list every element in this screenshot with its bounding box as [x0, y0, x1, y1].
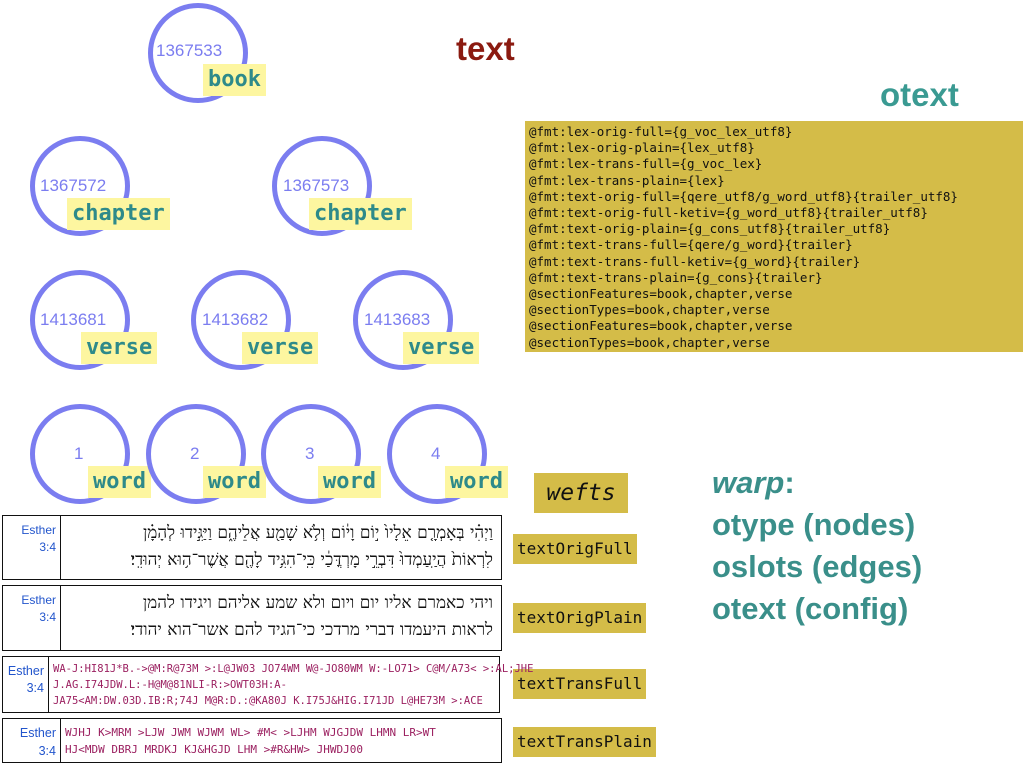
- warp-line: otype (nodes): [712, 507, 916, 542]
- warp-block: warp: otype (nodes) oslots (edges) otext…: [712, 462, 922, 630]
- word-node-id: 3: [305, 444, 315, 463]
- reference-book: Esther: [19, 726, 56, 740]
- chapter-node-circle: [272, 136, 372, 236]
- config-line: @fmt:text-orig-full={qere_utf8/g_word_ut…: [529, 188, 958, 204]
- word-node-circle: [146, 404, 246, 504]
- verse-reference: Esther 3:4: [3, 586, 61, 650]
- otext-title: otext: [880, 76, 959, 113]
- reference-book: Esther: [7, 664, 44, 678]
- transliteration-line: J.AG.I74JDW.L:-H@M@81NLI-R:>OWT03H:A-: [53, 679, 287, 691]
- verse-node-id: 1413683: [364, 310, 431, 329]
- text-body: WJHJ K>MRM >LJW JWM WJWM WL> #M< >LJHM W…: [61, 719, 501, 762]
- word-node-circle: [30, 404, 130, 504]
- config-line: @fmt:text-trans-full-ketiv={g_word}{trai…: [529, 253, 861, 269]
- verse-node-label: verse: [403, 332, 480, 364]
- config-line: @sectionTypes=book,chapter,verse: [529, 334, 770, 350]
- config-line: @fmt:lex-trans-full={g_voc_lex}: [529, 156, 763, 172]
- transliteration-line: JA75<AM:DW.03D.IB:R;74J M@R:D.:@KA80J K.…: [53, 695, 483, 707]
- reference-verse: 3:4: [26, 681, 44, 695]
- format-label-text-orig-plain: textOrigPlain: [513, 603, 647, 633]
- verse-node-circle: [30, 270, 130, 370]
- verse-node-circle: [191, 270, 291, 370]
- text-body: ויהי כאמרם אליו יום ויום ולא שמע אליהם ו…: [61, 586, 501, 650]
- reference-verse: 3:4: [38, 744, 56, 758]
- config-line: @fmt:lex-trans-plain={lex}: [529, 172, 725, 188]
- text-orig-plain-panel: Esther 3:4 ויהי כאמרם אליו יום ויום ולא …: [2, 585, 502, 651]
- transliteration-line: WJHJ K>MRM >LJW JWM WJWM WL> #M< >LJHM W…: [65, 726, 436, 739]
- transliteration-line: WA-J:HI81J*B.->@M:R@73M >:L@JW03 JO74WM …: [53, 663, 534, 675]
- verse-node-id: 1413681: [40, 310, 107, 329]
- otext-config-box: @fmt:lex-orig-full={g_voc_lex_utf8} @fmt…: [525, 121, 1023, 352]
- config-line: @fmt:lex-orig-plain={lex_utf8}: [529, 140, 755, 156]
- config-line: @fmt:text-trans-plain={g_cons}{trailer}: [529, 269, 823, 285]
- reference-book: Esther: [21, 523, 56, 537]
- word-node-circle: [261, 404, 361, 504]
- text-body: וַיְהִ֗י בְּאָמְרָ֤ם אֵלָיו֙ י֣וֹם וָי֔ו…: [61, 516, 501, 579]
- word-node-id: 2: [190, 444, 200, 463]
- wefts-label: wefts: [534, 473, 628, 513]
- book-node-id: 1367533: [156, 41, 223, 60]
- hebrew-line: לִרְאוֹת֙ הֲיַֽעַמְדוּ֙ דִּבְרֵ֣י מָרְדֳ…: [130, 550, 493, 570]
- format-label-text-trans-plain: textTransPlain: [513, 727, 656, 757]
- chapter-node-label: chapter: [67, 198, 170, 230]
- text-body: WA-J:HI81J*B.->@M:R@73M >:L@JW03 JO74WM …: [49, 657, 534, 712]
- text-title: text: [456, 30, 515, 67]
- config-line: @fmt:lex-orig-full={g_voc_lex_utf8}: [529, 124, 793, 139]
- reference-book: Esther: [21, 593, 56, 607]
- chapter-node-circle: [30, 136, 130, 236]
- text-orig-full-panel: Esther 3:4 וַיְהִ֗י בְּאָמְרָ֤ם אֵלָיו֙ …: [2, 515, 502, 580]
- verse-node-label: verse: [81, 332, 158, 364]
- config-line: @fmt:text-orig-full-ketiv={g_word_utf8}{…: [529, 205, 928, 221]
- config-line: @sectionTypes=book,chapter,verse: [529, 302, 770, 318]
- verse-node-circle: [353, 270, 453, 370]
- reference-verse: 3:4: [39, 610, 56, 624]
- config-line: @fmt:text-trans-full={qere/g_word}{trail…: [529, 237, 853, 253]
- config-line: @fmt:text-orig-plain={g_cons_utf8}{trail…: [529, 221, 891, 237]
- verse-node-label: verse: [242, 332, 319, 364]
- word-node-id: 4: [431, 444, 441, 463]
- config-line: @sectionFeatures=book,chapter,verse: [529, 286, 793, 302]
- chapter-node-label: chapter: [309, 198, 412, 230]
- book-node-circle: [148, 3, 248, 103]
- format-label-text-orig-full: textOrigFull: [513, 534, 637, 564]
- text-trans-full-panel: Esther 3:4 WA-J:HI81J*B.->@M:R@73M >:L@J…: [2, 656, 534, 713]
- transliteration-line: HJ<MDW DBRJ MRDKJ KJ&HGJD LHM >#R&HW> JH…: [65, 743, 364, 756]
- verse-node-id: 1413682: [202, 310, 269, 329]
- reference-verse: 3:4: [39, 540, 56, 554]
- text-trans-plain-panel: Esther 3:4 WJHJ K>MRM >LJW JWM WJWM WL> …: [2, 718, 502, 763]
- format-label-text-trans-full: textTransFull: [513, 669, 647, 699]
- hebrew-line: לראות היעמדו דברי מרדכי כי־הגיד להם אשר־…: [130, 620, 493, 640]
- word-node-circle: [387, 404, 487, 504]
- warp-title: warp: [712, 465, 785, 500]
- word-node-id: 1: [74, 444, 84, 463]
- book-node-label: book: [203, 64, 266, 96]
- verse-reference: Esther 3:4: [3, 657, 49, 712]
- word-node-label: word: [318, 466, 381, 498]
- chapter-node-id: 1367573: [283, 176, 350, 195]
- warp-colon: :: [784, 465, 795, 500]
- hebrew-line: ויהי כאמרם אליו יום ויום ולא שמע אליהם ו…: [142, 593, 493, 613]
- config-line: @sectionFeatures=book,chapter,verse: [529, 318, 793, 334]
- warp-line: otext (config): [712, 591, 909, 626]
- word-node-label: word: [88, 466, 151, 498]
- warp-line: oslots (edges): [712, 549, 923, 584]
- verse-reference: Esther 3:4: [3, 719, 61, 762]
- hebrew-line: וַיְהִ֗י בְּאָמְרָ֤ם אֵלָיו֙ י֣וֹם וָי֔ו…: [142, 523, 493, 543]
- verse-reference: Esther 3:4: [3, 516, 61, 579]
- chapter-node-id: 1367572: [40, 176, 107, 195]
- word-node-label: word: [445, 466, 508, 498]
- word-node-label: word: [203, 466, 266, 498]
